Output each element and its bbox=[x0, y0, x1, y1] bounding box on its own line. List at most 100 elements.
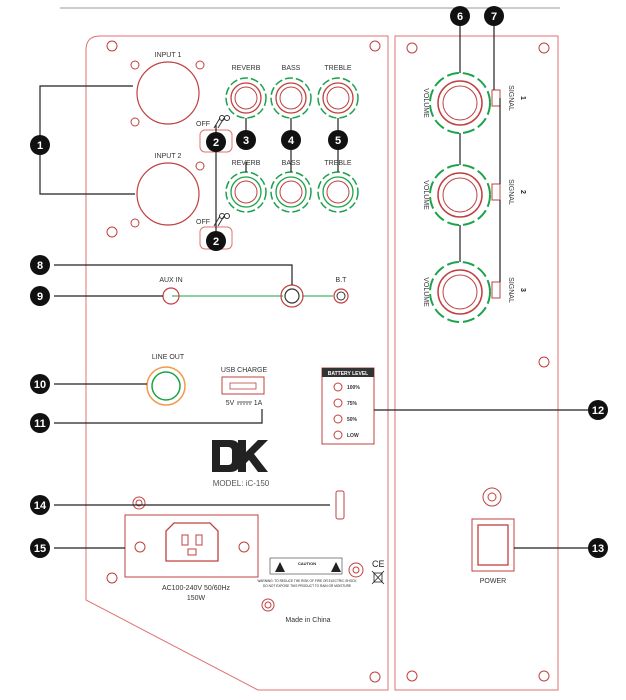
callout-15: 15 bbox=[30, 538, 50, 558]
callout-number: 11 bbox=[34, 418, 46, 430]
line-out-label: LINE OUT bbox=[152, 354, 185, 361]
channel-3-label: 3 bbox=[519, 288, 526, 292]
callout-number: 9 bbox=[37, 291, 43, 303]
caution-block bbox=[269, 557, 343, 575]
battery-level-low: LOW bbox=[347, 433, 359, 439]
callout-1: 1 bbox=[30, 135, 50, 155]
usb-port bbox=[221, 376, 265, 395]
callout-number: 1 bbox=[37, 140, 43, 152]
signal-label-3: SIGNAL bbox=[507, 277, 514, 303]
usb-port-inner bbox=[229, 382, 257, 390]
callout-leaders bbox=[39, 24, 590, 549]
callout-number: 4 bbox=[288, 135, 295, 147]
callout-8: 8 bbox=[30, 255, 50, 275]
volume-label-2: VOLUME bbox=[422, 180, 429, 210]
ac-inlet-pins bbox=[134, 534, 250, 556]
signal-label-2: SIGNAL bbox=[507, 179, 514, 205]
input-1-jack bbox=[130, 60, 205, 127]
bottom-screw bbox=[261, 598, 275, 612]
callout-number: 13 bbox=[592, 543, 604, 555]
callout-number: 15 bbox=[34, 543, 46, 555]
input-2-label: INPUT 2 bbox=[155, 153, 182, 160]
callout-number: 12 bbox=[592, 405, 604, 417]
callout-7: 7 bbox=[484, 6, 504, 26]
model-label: MODEL: iC-150 bbox=[213, 479, 270, 488]
volume-label-1: VOLUME bbox=[422, 88, 429, 118]
ac-inlet-frame bbox=[124, 514, 259, 578]
callout-number: 2 bbox=[213, 236, 219, 248]
callout-2: 2 bbox=[206, 132, 226, 152]
usb-charge-label: USB CHARGE bbox=[221, 367, 268, 374]
callout-11: 11 bbox=[30, 413, 50, 433]
battery-level-75: 75% bbox=[347, 401, 358, 407]
callout-5: 5 bbox=[328, 130, 348, 150]
channel-1-label: 1 bbox=[519, 96, 526, 100]
signal-leds bbox=[491, 89, 501, 299]
volume-knobs bbox=[429, 72, 491, 323]
callout-number: 10 bbox=[34, 379, 46, 391]
battery-leds bbox=[333, 382, 343, 440]
ac-inlet-socket bbox=[165, 522, 219, 562]
callout-12: 12 bbox=[588, 400, 608, 420]
screw-holes bbox=[106, 40, 550, 683]
bt-knob bbox=[280, 284, 304, 308]
bottom-screw-inner bbox=[264, 601, 272, 609]
mid-screw-inner bbox=[135, 499, 143, 507]
off-switch-2 bbox=[213, 213, 230, 227]
signal-label-1: SIGNAL bbox=[507, 85, 514, 111]
callout-number: 8 bbox=[37, 260, 43, 272]
battery-title: BATTERY LEVEL bbox=[328, 371, 368, 377]
line-out-jack bbox=[146, 366, 186, 406]
off-switch-1 bbox=[213, 115, 230, 129]
lower-screw bbox=[348, 562, 364, 578]
lower-screw-inner bbox=[352, 566, 360, 574]
usb-spec-volt: 5V bbox=[226, 400, 235, 407]
callout-13: 13 bbox=[588, 538, 608, 558]
callout-2: 2 bbox=[206, 231, 226, 251]
callout-number: 7 bbox=[491, 11, 497, 23]
battery-level-50: 50% bbox=[347, 417, 358, 423]
callout-4: 4 bbox=[281, 130, 301, 150]
left-panel-outline bbox=[85, 35, 389, 691]
power-screw bbox=[482, 487, 502, 507]
off-label-2: OFF bbox=[196, 219, 210, 226]
warning-line-1: WARNING: TO REDUCE THE RISK OF FIRE OR E… bbox=[257, 579, 357, 583]
callout-number: 5 bbox=[335, 135, 341, 147]
ce-mark: CE bbox=[372, 559, 385, 569]
caution-label: CAUTION bbox=[298, 561, 316, 566]
made-in-label: Made in China bbox=[285, 617, 330, 624]
callout-6: 6 bbox=[450, 6, 470, 26]
right-panel-outline bbox=[394, 35, 559, 691]
slot-14 bbox=[335, 490, 345, 520]
row1-bass-label: BASS bbox=[282, 65, 301, 72]
volume-label-3: VOLUME bbox=[422, 277, 429, 307]
power-label: POWER bbox=[480, 578, 506, 585]
weee-icon bbox=[371, 570, 385, 585]
row1-treble-label: TREBLE bbox=[324, 65, 352, 72]
power-switch-frame bbox=[471, 518, 515, 572]
callout-14: 14 bbox=[30, 495, 50, 515]
callout-10: 10 bbox=[30, 374, 50, 394]
power-spec-label: AC100-240V 50/60Hz bbox=[162, 585, 231, 592]
warning-line-2: DO NOT EXPOSE THIS PRODUCT TO RAIN OR MO… bbox=[263, 584, 351, 588]
bt-jack bbox=[333, 288, 349, 304]
callout-number: 2 bbox=[213, 137, 219, 149]
dk-logo bbox=[212, 440, 268, 472]
battery-level-box bbox=[321, 367, 375, 445]
power-watt-label: 150W bbox=[187, 595, 206, 602]
power-screw-inner bbox=[487, 492, 497, 502]
aux-in-label: AUX IN bbox=[159, 277, 182, 284]
row1-reverb-label: REVERB bbox=[232, 65, 261, 72]
power-switch bbox=[477, 524, 509, 566]
callout-9: 9 bbox=[30, 286, 50, 306]
usb-spec-amp: 1A bbox=[254, 400, 263, 407]
battery-level-100: 100% bbox=[347, 385, 360, 391]
channel-2-label: 2 bbox=[519, 190, 526, 194]
callout-number: 6 bbox=[457, 11, 463, 23]
knob-row-2 bbox=[225, 171, 359, 213]
callout-3: 3 bbox=[236, 130, 256, 150]
off-label-1: OFF bbox=[196, 121, 210, 128]
knob-row-1 bbox=[225, 77, 359, 119]
